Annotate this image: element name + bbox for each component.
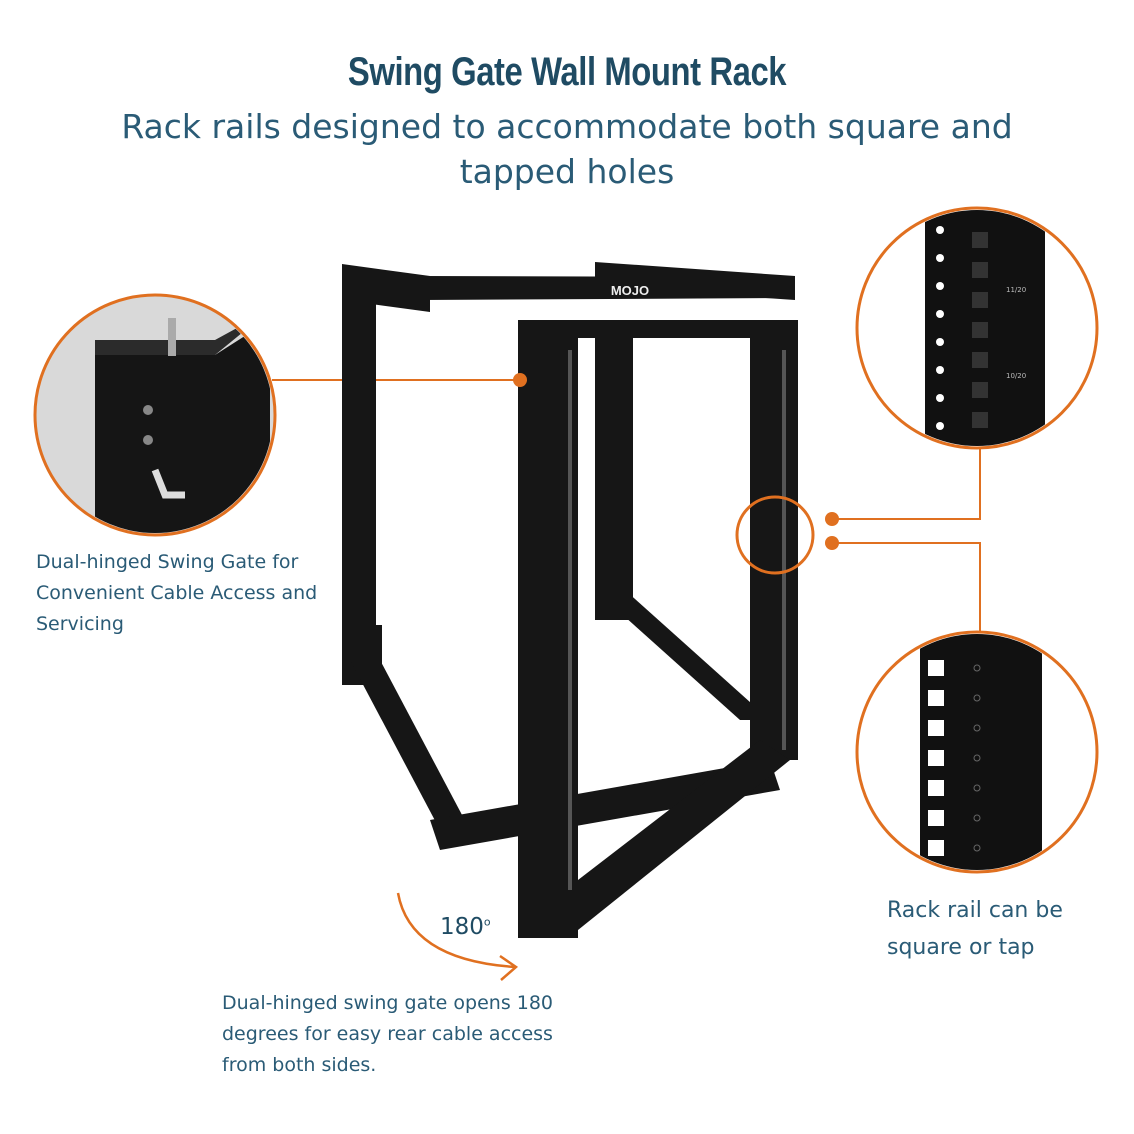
rail-label: 10/20 [1006, 372, 1026, 380]
mojo-logo: MOJO [611, 283, 649, 298]
callout-lines [272, 379, 981, 981]
rack-holes [568, 350, 786, 890]
callout-rack-rail: Rack rail can be square or tap [887, 898, 1063, 960]
callout-swing-gate: Dual-hinged Swing Gate for Convenient Ca… [36, 551, 318, 635]
callout-dots [513, 373, 839, 550]
rail-label: 11/20 [1006, 286, 1026, 294]
rotation-label: 180o [440, 914, 491, 940]
callout-180-degrees: Dual-hinged swing gate opens 180 degrees… [222, 992, 554, 1076]
page-title: Swing Gate Wall Mount Rack [347, 50, 787, 94]
rack-frame [342, 262, 798, 938]
rail-highlight-circle [735, 495, 815, 575]
page-subtitle: Rack rails designed to accommodate both … [121, 107, 1013, 191]
svg-text:MOJO: MOJO [611, 283, 649, 298]
